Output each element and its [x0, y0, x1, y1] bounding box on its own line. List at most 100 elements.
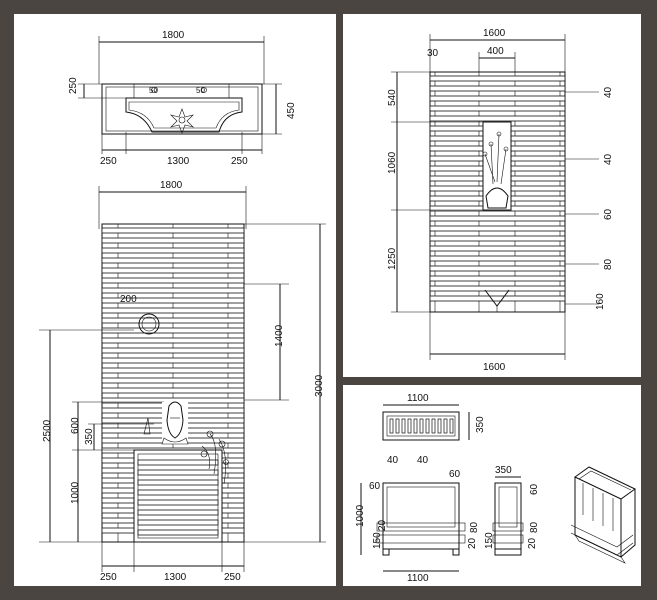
br-slat-a: 40 [387, 455, 399, 466]
top-right-drawing: 1600 400 30 540 1060 1250 [387, 28, 614, 373]
slat [101, 377, 245, 384]
elev-bottom-center: 1300 [164, 572, 187, 583]
elev-h1000: 1000 [70, 481, 81, 504]
slat [429, 95, 566, 102]
top-slat [413, 418, 418, 434]
slat [101, 247, 245, 254]
tr-top-inner: 400 [487, 46, 504, 57]
elev-h600: 600 [70, 417, 81, 434]
bottom-opening [484, 289, 510, 312]
slat [101, 307, 245, 314]
plan-overall-width: 1800 [162, 30, 185, 41]
top-slat [431, 418, 436, 434]
lower-cabinet [133, 449, 223, 543]
slat [429, 235, 566, 242]
br-front-l60: 60 [369, 481, 381, 492]
slat [429, 275, 566, 282]
cabinet-slat [137, 479, 219, 486]
elev-height-total: 3000 [314, 374, 325, 397]
slat [101, 297, 245, 304]
top-slat [437, 418, 442, 434]
slat [101, 257, 245, 264]
cabinet-slat [137, 529, 219, 536]
buddha-head-sketch [161, 401, 189, 445]
basin-plan [101, 83, 263, 135]
bottom-right-drawing: 1100 350 40 40 1000 150 20 60 [355, 393, 636, 584]
elev-bottom-right: 250 [224, 572, 241, 583]
br-box-top-depth: 350 [475, 416, 486, 433]
lotus-ornament-icon [170, 108, 194, 134]
plan-bottom-right: 250 [231, 156, 248, 167]
cabinet-slat [137, 489, 219, 496]
cabinet-slat [137, 459, 219, 466]
tr-right-3: 60 [603, 208, 614, 220]
top-right-panel: 1600 400 30 540 1060 1250 [343, 14, 641, 377]
slat [429, 265, 566, 272]
right-leaders [565, 91, 599, 305]
br-front-height: 1000 [355, 504, 366, 527]
slat [429, 255, 566, 262]
tr-right-2: 40 [603, 153, 614, 165]
br-front-h150: 150 [372, 532, 383, 549]
slat [101, 287, 245, 294]
elev-height-upper: 1400 [274, 324, 285, 347]
top-slat [425, 418, 430, 434]
planter-axonometric [570, 466, 636, 564]
slat [429, 115, 566, 122]
tr-left-lower: 1250 [387, 247, 398, 270]
cabinet-slat [137, 469, 219, 476]
br-side-h150: 150 [484, 532, 495, 549]
elev-overall-width: 1800 [160, 180, 183, 191]
cabinet-slat [137, 519, 219, 526]
br-front-width: 1100 [407, 573, 429, 584]
br-front-r80: 80 [469, 521, 480, 533]
circle-diameter: 200 [120, 294, 137, 305]
top-slat [419, 418, 424, 434]
plan-depth-a: 250 [68, 77, 79, 94]
planter-side-view [492, 482, 524, 556]
top-slat [389, 418, 394, 434]
br-front-l20: 20 [377, 519, 388, 531]
round-window [138, 313, 160, 335]
top-slat [443, 418, 448, 434]
top-slat [401, 418, 406, 434]
slat [429, 295, 566, 302]
br-front-r20: 20 [467, 537, 478, 549]
tr-right-5: 160 [595, 293, 606, 310]
tr-right-4: 80 [603, 258, 614, 270]
slat [101, 387, 245, 394]
bottom-right-panel: 1100 350 40 40 1000 150 20 60 [343, 385, 641, 586]
vase-sketch [143, 417, 151, 435]
slat [101, 317, 245, 324]
niche-opening [482, 121, 512, 211]
br-side-width: 350 [495, 465, 512, 476]
br-side-r80: 80 [529, 521, 540, 533]
left-drawing: 1800 250 [39, 30, 326, 583]
slat [101, 357, 245, 364]
slat [429, 225, 566, 232]
elev-height-left: 2500 [42, 419, 53, 442]
br-slat-b: 40 [417, 455, 429, 466]
slat [429, 75, 566, 82]
tr-top-overall: 1600 [483, 28, 506, 39]
top-slat [407, 418, 412, 434]
slat [101, 227, 245, 234]
tr-right-1: 40 [603, 86, 614, 98]
left-panel: 1800 250 [14, 14, 336, 586]
slat [429, 105, 566, 112]
plan-bottom-center: 1300 [167, 156, 190, 167]
slat [101, 327, 245, 334]
elev-bottom-left: 250 [100, 572, 117, 583]
slat [429, 85, 566, 92]
cabinet-slat [137, 499, 219, 506]
slat [101, 277, 245, 284]
slat [101, 267, 245, 274]
tr-bottom-overall: 1600 [483, 362, 506, 373]
slat [101, 337, 245, 344]
tr-top-offset: 30 [427, 48, 439, 59]
top-slat [449, 418, 454, 434]
slat [101, 367, 245, 374]
slat [101, 347, 245, 354]
planter-top-view [382, 411, 460, 441]
